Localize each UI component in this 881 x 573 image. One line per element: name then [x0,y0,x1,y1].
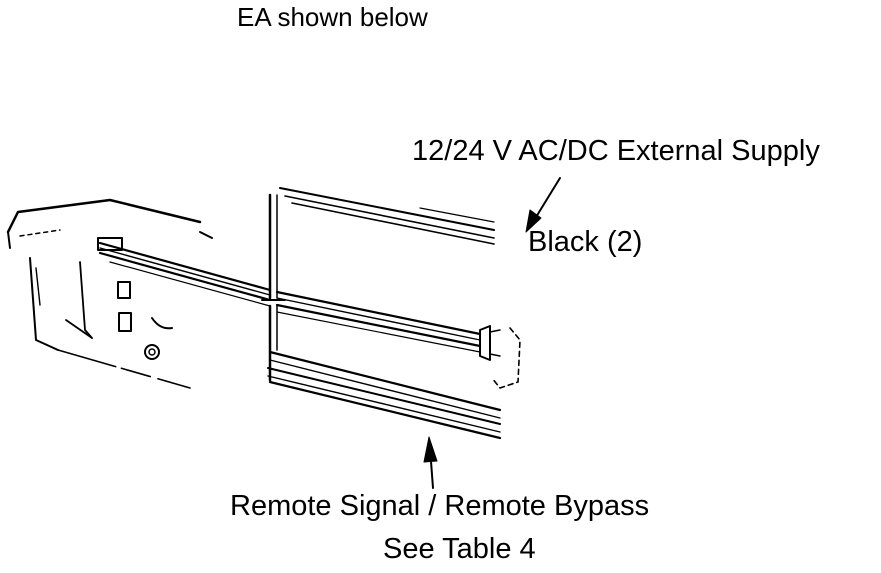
bus-rails [98,241,272,307]
wire-color-label: Black (2) [528,226,643,258]
supply-callout-label: 12/24 V AC/DC External Supply [412,135,820,167]
remote-signal-label: Remote Signal / Remote Bypass [230,490,650,522]
diagram-title: EA shown below [237,2,428,32]
terminal-switches [97,237,173,360]
supply-arrow [525,177,561,233]
remote-wires [267,350,502,440]
table-reference-label: See Table 4 [383,533,536,565]
plug-connector [479,325,521,389]
middle-cable [275,290,482,353]
unit-chassis [6,198,213,389]
supply-wires [279,187,495,245]
divider-panel [261,193,286,382]
remote-arrow [423,436,438,489]
